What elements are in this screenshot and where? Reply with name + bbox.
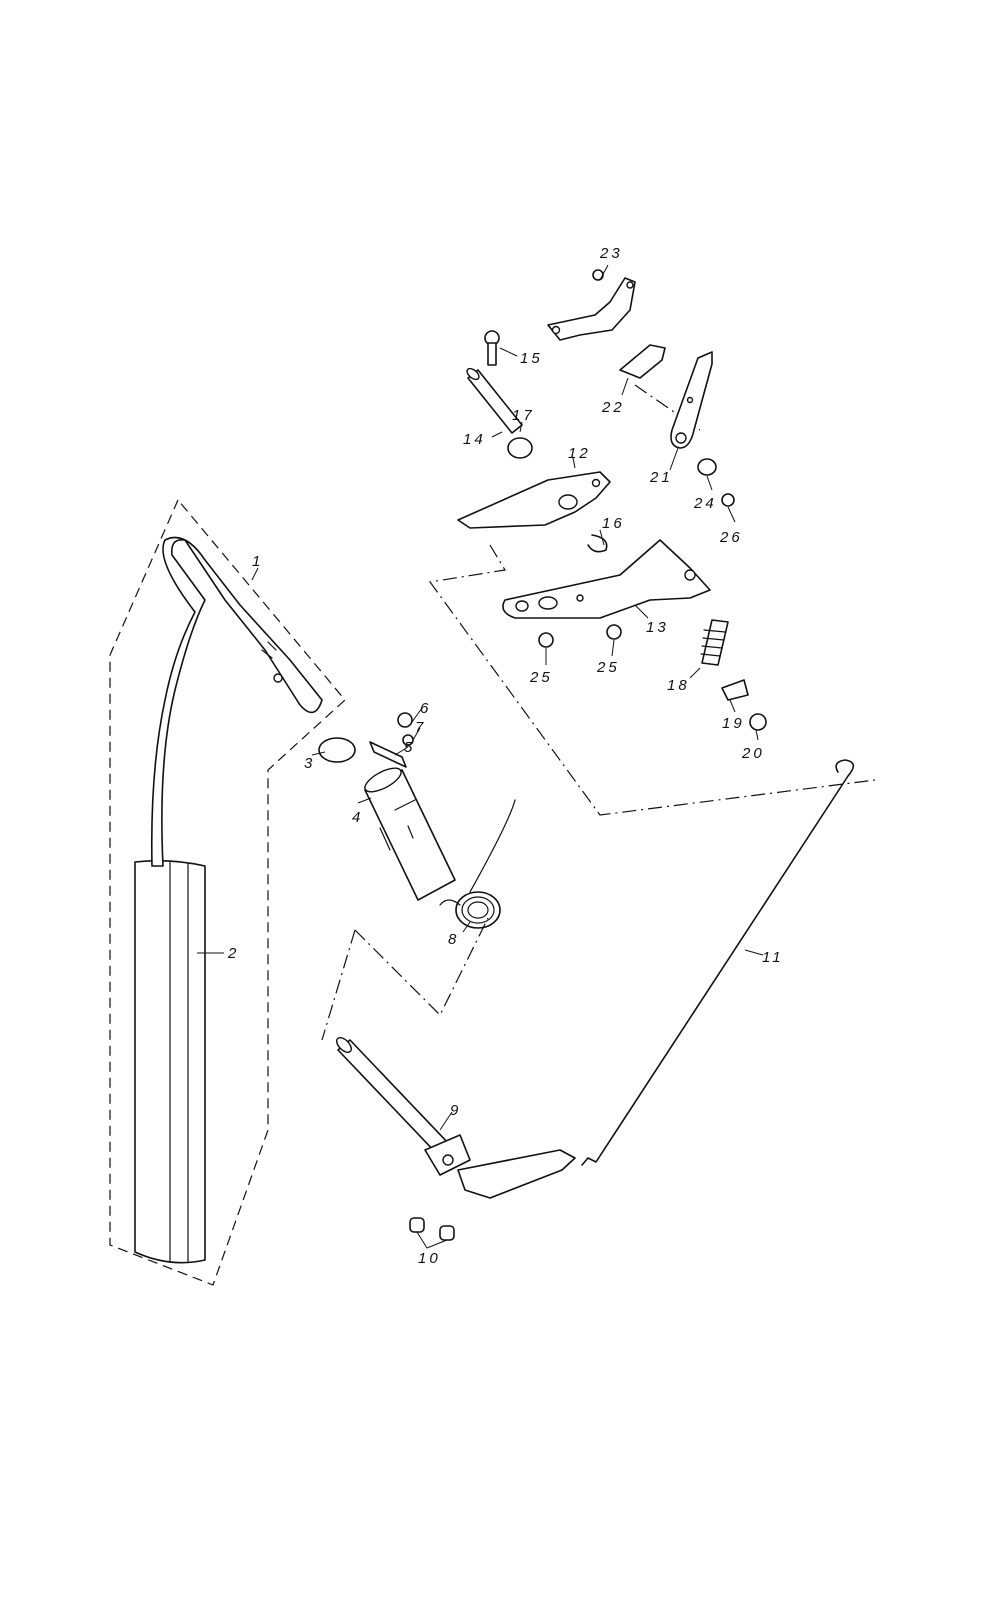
part-25-screw-left [539,633,553,647]
part-3-ring [319,738,355,762]
part-20-screw [750,714,766,730]
part-10-screws [410,1218,454,1248]
callout-20: 20 [741,745,765,762]
callout-6: 6 [420,700,431,717]
part-5-clip [370,742,406,767]
part-6-screw [398,713,412,727]
part-22-bracket [620,345,665,378]
callout-21: 21 [649,469,673,486]
callout-23: 23 [599,245,623,262]
callout-24: 24 [693,495,717,512]
part-15-screw [485,331,499,365]
part-13-bracket [503,540,710,618]
part-1-handle-rod [152,538,322,867]
part-23-linkage [548,270,635,340]
callout-5: 5 [404,739,415,756]
callout-15: 15 [520,350,543,367]
callout-26: 26 [719,529,743,546]
part-18-spring [701,620,728,665]
callout-25-left: 25 [529,669,553,686]
callout-14: 14 [463,431,486,448]
callout-2: 2 [227,945,239,962]
callout-18: 18 [667,677,690,694]
part-21-lever [671,352,712,448]
callout-4: 4 [352,809,363,826]
part-17-washer [508,438,532,458]
part-26-screw [722,494,734,506]
callout-22: 22 [601,399,625,416]
part-2-grip [135,861,205,1263]
callout-3: 3 [304,755,315,772]
callout-17: 17 [512,407,535,424]
callout-7: 7 [415,719,426,736]
callout-19: 19 [722,715,745,732]
part-19-clip [722,680,748,700]
part-8-spring [440,800,515,928]
callout-10: 10 [418,1250,441,1267]
part-11-rod [582,760,853,1165]
callout-16: 16 [602,515,625,532]
part-25-screw-right [607,625,621,639]
part-24-washer [698,459,716,475]
callout-11: 11 [762,949,784,966]
callout-25-right: 25 [596,659,620,676]
assembly-line-lower-left [322,918,488,1040]
leader-lines [197,265,763,1130]
callout-12: 12 [568,445,591,462]
part-12-lever-arm [458,472,610,528]
callout-9: 9 [450,1102,461,1119]
callout-1: 1 [252,553,263,570]
part-4-shaft [362,764,455,900]
callout-8: 8 [448,931,459,948]
callout-13: 13 [646,619,669,636]
